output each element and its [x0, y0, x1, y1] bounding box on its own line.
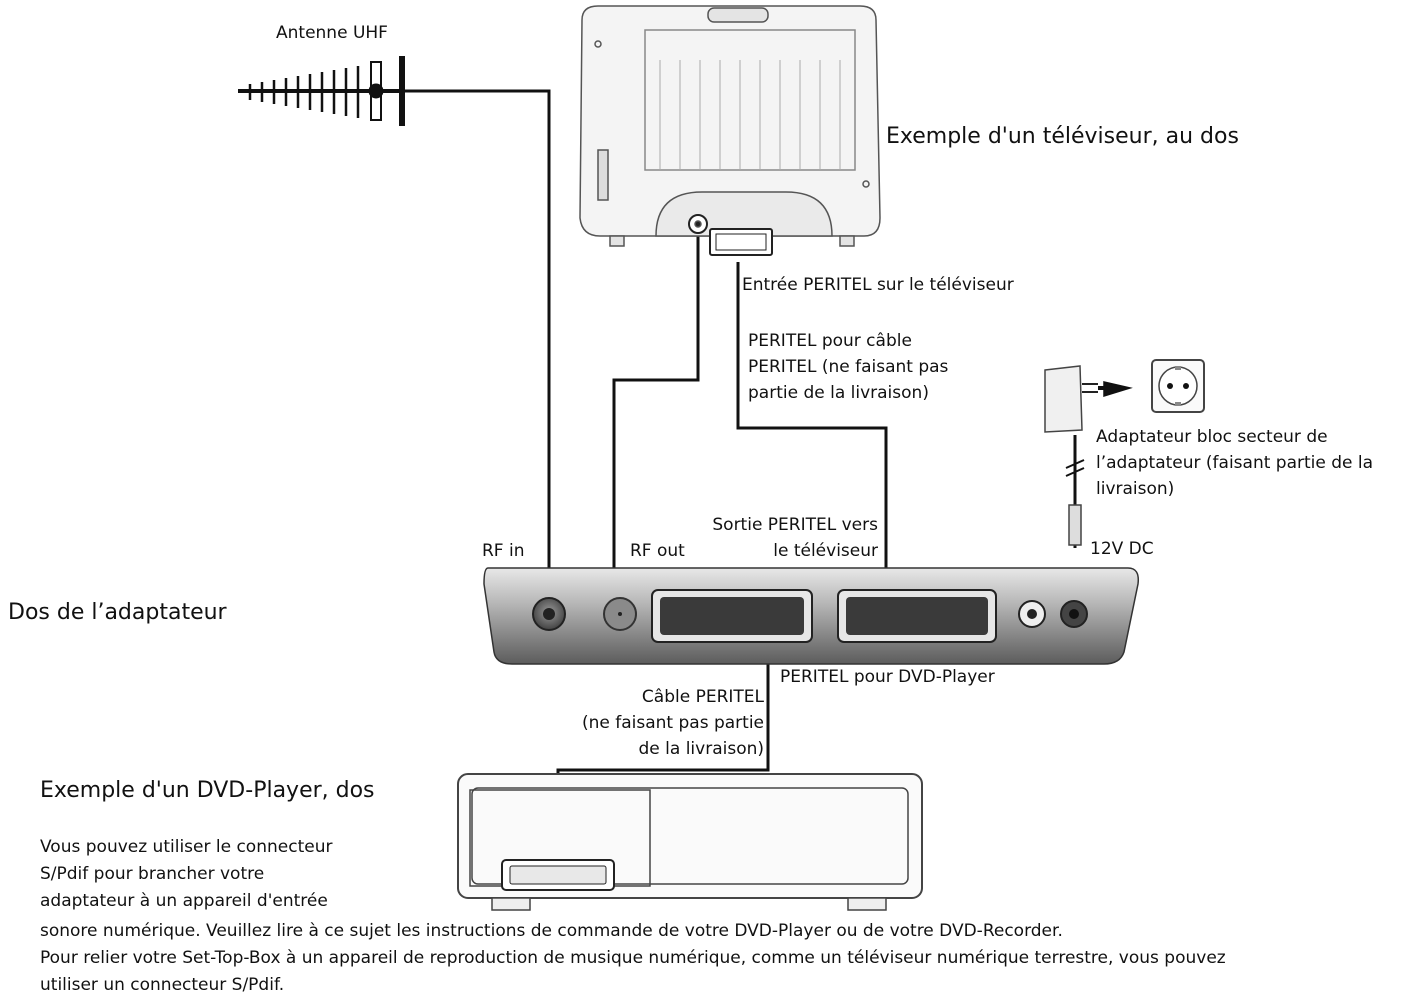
- adapter-back-icon: [483, 567, 1140, 665]
- tv-back-icon: [579, 5, 881, 256]
- spdif-note-left: Vous pouvez utiliser le connecteur S/Pdi…: [40, 837, 333, 911]
- note-line-1: sonore numérique. Veuillez lire à ce suj…: [40, 921, 1063, 941]
- wall-socket-icon: [1151, 359, 1205, 413]
- power-adapter-icon: [1044, 365, 1133, 546]
- scart-tv-cable: [736, 262, 888, 596]
- rf-in-label: RF in: [482, 541, 525, 561]
- power-adapter-label: Adaptateur bloc secteur de l’adaptateur …: [1096, 427, 1374, 499]
- dvd-player-back-icon: [457, 773, 923, 911]
- scart-out-tv-label: Sortie PERITEL vers le téléviseur: [712, 515, 878, 561]
- tv-caption: Exemple d'un téléviseur, au dos: [886, 124, 1239, 149]
- tv-scart-input-label: Entrée PERITEL sur le téléviseur: [742, 275, 1014, 295]
- scart-cable-dvd-label: Câble PERITEL (ne faisant pas partie de …: [581, 687, 764, 759]
- adapter-back-caption: Dos de l’adaptateur: [8, 600, 227, 625]
- note-line-3: utiliser un connecteur S/Pdif.: [40, 975, 285, 995]
- dc-label: 12V DC: [1090, 539, 1154, 559]
- rf-out-cable: [612, 236, 700, 596]
- note-line-2: Pour relier votre Set-Top-Box à un appar…: [40, 948, 1226, 968]
- dvd-caption: Exemple d'un DVD-Player, dos: [40, 778, 375, 803]
- antenna-cable: [404, 89, 551, 596]
- rf-out-label: RF out: [630, 541, 685, 561]
- scart-cable-tv-label: PERITEL pour câble PERITEL (ne faisant p…: [748, 331, 949, 403]
- scart-dvd-label: PERITEL pour DVD-Player: [780, 667, 995, 687]
- uhf-antenna-icon: [238, 56, 405, 126]
- antenna-label: Antenne UHF: [276, 23, 388, 43]
